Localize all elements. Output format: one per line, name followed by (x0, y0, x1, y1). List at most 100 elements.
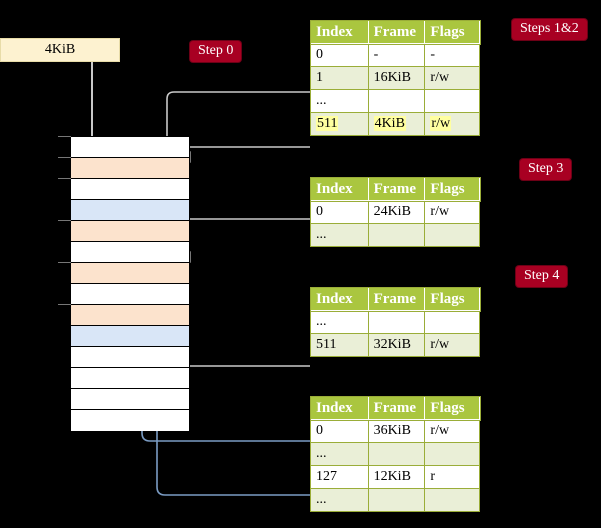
table-cell-flags: r (424, 465, 480, 489)
memory-frame-row (71, 305, 189, 326)
table-cell-frame: 36KiB (367, 419, 426, 443)
table-cell-index: 511 (310, 112, 369, 136)
table-cell-flags (424, 488, 480, 512)
table-cell-frame: - (367, 43, 426, 67)
physical-memory-column (70, 136, 190, 431)
connector-t1r511-to-memory (180, 146, 310, 163)
table-cell-index: ... (310, 223, 369, 247)
memory-frame-row (71, 368, 189, 389)
table-row: ... (310, 310, 480, 334)
table-row: ... (310, 442, 480, 466)
column-header-index: Index (310, 177, 369, 201)
column-header-frame: Frame (367, 20, 426, 44)
table-cell-flags: r/w (424, 419, 480, 443)
frame-tick-mark (58, 262, 71, 263)
memory-frame-row (71, 410, 189, 431)
table-cell-frame: 4KiB (367, 112, 426, 136)
table-cell-index: 0 (310, 419, 369, 443)
table-cell-frame (367, 488, 426, 512)
table-cell-frame (367, 310, 426, 334)
frame-tick-mark (58, 178, 71, 179)
column-header-index: Index (310, 396, 369, 420)
column-header-frame: Frame (367, 287, 426, 311)
table-cell-index: 127 (310, 465, 369, 489)
step-4-pill: Step 4 (516, 266, 568, 288)
table-cell-flags (424, 442, 480, 466)
table-cell-flags (424, 89, 480, 113)
column-header-flags: Flags (424, 20, 480, 44)
memory-frame-row (71, 326, 189, 347)
highlighted-value: r/w (430, 116, 452, 131)
column-header-index: Index (310, 20, 369, 44)
table-cell-index: ... (310, 488, 369, 512)
memory-frame-row (71, 389, 189, 410)
source-size-box: 4KiB (0, 38, 120, 62)
table-row: 511 4KiB r/w (310, 112, 480, 136)
highlighted-value: 511 (316, 116, 339, 131)
table-cell-flags: r/w (424, 200, 480, 224)
memory-frame-row (71, 263, 189, 284)
table-row: ... (310, 223, 480, 247)
memory-frame-row (71, 221, 189, 242)
table-cell-frame (367, 89, 426, 113)
column-header-flags: Flags (424, 177, 480, 201)
table-row: ... (310, 89, 480, 113)
frame-tick-mark (58, 304, 71, 305)
table-cell-index: ... (310, 310, 369, 334)
table-cell-flags: r/w (424, 333, 480, 357)
column-header-flags: Flags (424, 287, 480, 311)
table-row: ... (310, 488, 480, 512)
step-label-step-4: Step 4 (516, 266, 568, 288)
table-cell-frame (367, 442, 426, 466)
table-cell-index: 0 (310, 43, 369, 67)
memory-frame-row (71, 284, 189, 305)
step-label-step-3: Step 3 (520, 159, 572, 181)
frame-tick-mark (58, 220, 71, 221)
table-cell-frame: 12KiB (367, 465, 426, 489)
step-3-pill: Step 3 (520, 159, 572, 181)
connector-t2r0-to-memory (180, 218, 310, 263)
table-cell-frame: 32KiB (367, 333, 426, 357)
table-row: 0-- (310, 43, 480, 67)
table-cell-index: ... (310, 89, 369, 113)
frame-tick-mark (58, 157, 71, 158)
column-header-flags: Flags (424, 396, 480, 420)
table-cell-index: 0 (310, 200, 369, 224)
column-header-frame: Frame (367, 396, 426, 420)
table-cell-index: 1 (310, 66, 369, 90)
step-label-steps-1-2: Steps 1&2 (512, 19, 587, 41)
memory-frame-row (71, 242, 189, 263)
table-cell-flags (424, 310, 480, 334)
memory-frame-row (71, 200, 189, 221)
memory-frame-row (71, 347, 189, 368)
connector-t3r511-to-memory (171, 312, 310, 367)
table-cell-frame: 16KiB (367, 66, 426, 90)
column-header-frame: Frame (367, 177, 426, 201)
table-cell-frame: 24KiB (367, 200, 426, 224)
memory-frame-row (71, 179, 189, 200)
column-header-index: Index (310, 287, 369, 311)
table-cell-flags (424, 223, 480, 247)
memory-frame-row (71, 137, 189, 158)
memory-frame-row (71, 158, 189, 179)
step-0-pill: Step 0 (190, 41, 242, 63)
table-cell-index: 511 (310, 333, 369, 357)
table-cell-flags: r/w (424, 66, 480, 90)
